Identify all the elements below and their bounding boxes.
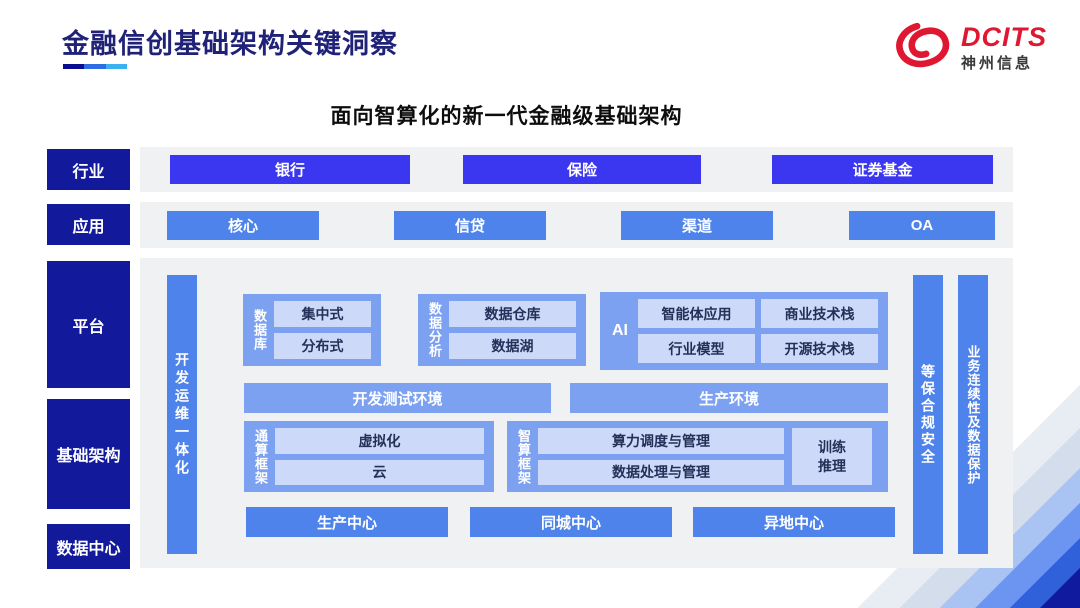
security-bar: 等保合规安全 — [913, 275, 943, 554]
general-compute-item-virtualization: 虚拟化 — [275, 428, 484, 454]
center-production: 生产中心 — [246, 507, 448, 537]
devops-bar-label: 开发运维一体化 — [174, 351, 190, 478]
continuity-bar-label: 业务连续性及数据保护 — [965, 344, 981, 485]
analytics-item-warehouse: 数据仓库 — [449, 301, 576, 327]
industry-item-bank: 银行 — [170, 155, 410, 184]
underline-segment — [84, 64, 106, 69]
general-compute-items: 虚拟化 云 — [275, 428, 484, 485]
intelligent-compute-train-infer: 训练 推理 — [792, 428, 872, 485]
center-remote: 异地中心 — [693, 507, 895, 537]
layer-label-datacenter: 数据中心 — [47, 524, 130, 569]
env-dev-test: 开发测试环境 — [244, 383, 551, 413]
ai-group: AI 智能体应用 商业技术栈 行业模型 开源技术栈 — [600, 292, 888, 370]
title-underline — [63, 64, 127, 69]
ai-item-agent-apps: 智能体应用 — [638, 299, 755, 328]
logo-brand: DCITS — [961, 22, 1047, 52]
intelligent-compute-group: 智算框架 算力调度与管理 数据处理与管理 训练 推理 — [507, 421, 888, 492]
security-bar-label: 等保合规安全 — [920, 363, 936, 466]
devops-bar: 开发运维一体化 — [167, 275, 197, 554]
database-item-centralized: 集中式 — [274, 301, 371, 327]
analytics-item-lake: 数据湖 — [449, 333, 576, 359]
analytics-group-label: 数据分析 — [427, 302, 442, 358]
red-swirl-icon — [893, 18, 953, 77]
logo-text: DCITS 神州信息 — [961, 22, 1047, 72]
continuity-bar: 业务连续性及数据保护 — [958, 275, 988, 554]
center-same-city: 同城中心 — [470, 507, 672, 537]
application-item-credit: 信贷 — [394, 211, 546, 240]
application-item-oa: OA — [849, 211, 995, 240]
general-compute-group: 通算框架 虚拟化 云 — [244, 421, 494, 492]
analytics-group: 数据分析 数据仓库 数据湖 — [418, 294, 586, 366]
application-item-core: 核心 — [167, 211, 319, 240]
database-item-distributed: 分布式 — [274, 333, 371, 359]
layer-label-platform: 平台 — [47, 261, 130, 388]
analytics-items: 数据仓库 数据湖 — [449, 301, 576, 359]
ai-item-opensource-stack: 开源技术栈 — [761, 334, 878, 363]
ai-items: 智能体应用 商业技术栈 行业模型 开源技术栈 — [638, 299, 878, 363]
intelligent-compute-item-dataproc: 数据处理与管理 — [538, 459, 784, 485]
database-group: 数据库 集中式 分布式 — [243, 294, 381, 366]
layer-label-industry: 行业 — [47, 149, 130, 190]
diagram-title: 面向智算化的新一代金融级基础架构 — [330, 105, 683, 128]
layer-label-infrastructure: 基础架构 — [47, 399, 130, 509]
intelligent-compute-item-scheduling: 算力调度与管理 — [538, 428, 784, 454]
train-label: 训练 — [818, 439, 846, 456]
industry-item-insurance: 保险 — [463, 155, 701, 184]
database-items: 集中式 分布式 — [274, 301, 371, 359]
page-title: 金融信创基础架构关键洞察 — [62, 29, 398, 59]
logo-company-name: 神州信息 — [961, 55, 1034, 72]
ai-item-commercial-stack: 商业技术栈 — [761, 299, 878, 328]
underline-segment — [63, 64, 85, 69]
ai-group-label: AI — [612, 322, 628, 339]
intelligent-compute-label: 智算框架 — [516, 428, 531, 485]
infer-label: 推理 — [818, 457, 846, 474]
general-compute-item-cloud: 云 — [275, 459, 484, 485]
application-item-channel: 渠道 — [621, 211, 773, 240]
underline-segment — [105, 64, 127, 69]
company-logo: DCITS 神州信息 — [893, 18, 1047, 77]
env-production: 生产环境 — [570, 383, 888, 413]
intelligent-compute-items: 算力调度与管理 数据处理与管理 — [538, 428, 784, 485]
industry-item-securities: 证券基金 — [772, 155, 993, 184]
ai-item-industry-models: 行业模型 — [638, 334, 755, 363]
layer-label-application: 应用 — [47, 204, 130, 245]
general-compute-label: 通算框架 — [253, 428, 268, 485]
database-group-label: 数据库 — [252, 309, 267, 351]
